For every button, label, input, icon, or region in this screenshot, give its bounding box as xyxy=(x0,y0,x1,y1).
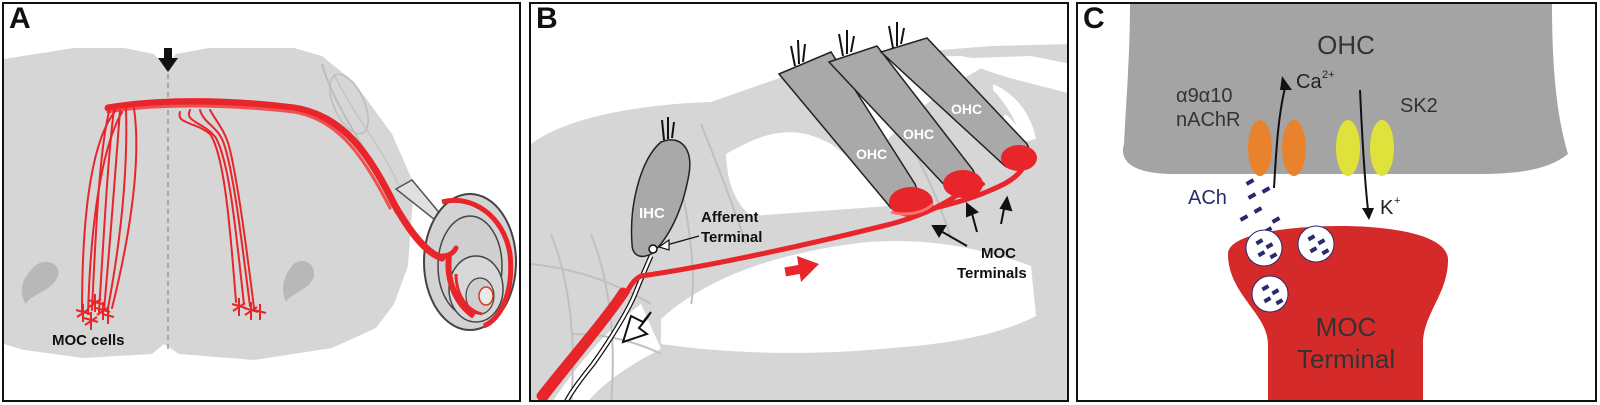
ohc-label-1: OHC xyxy=(856,146,887,162)
red-arrow-icon xyxy=(784,256,819,282)
moc-pointer-arrows xyxy=(931,195,1013,247)
panel-c: OHC α9α10 nAChR SK2 Ca 2+ K + ACh xyxy=(1076,2,1597,402)
sk2-label: SK2 xyxy=(1400,95,1438,117)
ca-charge: 2+ xyxy=(1322,69,1335,81)
moc-efferent-fiber xyxy=(536,159,1029,400)
ohc-label: OHC xyxy=(1317,30,1375,60)
lower-space xyxy=(661,240,1036,353)
afferent-label-line1: Afferent xyxy=(701,209,759,226)
moc-terminals xyxy=(889,145,1037,217)
ohc-cell-body xyxy=(1122,4,1568,174)
nachr-receptors xyxy=(1248,120,1306,176)
receptor-label-line1: α9α10 xyxy=(1176,85,1233,107)
panel-letter-a: A xyxy=(9,2,31,35)
moc-cells-label: MOC cells xyxy=(52,332,125,349)
ohc-label-3: OHC xyxy=(951,101,982,117)
k-label: K xyxy=(1380,197,1394,219)
terminal-label-line2: Terminal xyxy=(1297,344,1395,374)
ach-label: ACh xyxy=(1188,187,1227,209)
moc-terminal-body xyxy=(1228,226,1448,400)
organ-of-corti-diagram: IHC Afferent Terminal OHC xyxy=(531,22,1067,400)
ihc-label: IHC xyxy=(639,205,665,222)
down-arrow-icon xyxy=(158,48,178,72)
panel-letter-b: B xyxy=(536,2,558,35)
nucleus-right xyxy=(283,261,315,302)
ca-arrow-icon xyxy=(1273,76,1292,189)
hair-bundle-icon xyxy=(838,30,855,57)
moc-cells-right xyxy=(231,298,267,320)
hair-bundle-icon xyxy=(888,22,905,49)
terminal-label-line1: MOC xyxy=(1316,312,1377,342)
panel-b: IHC Afferent Terminal OHC xyxy=(529,2,1069,402)
panel-a: MOC cells A xyxy=(2,2,521,402)
nucleus-left xyxy=(21,261,59,304)
moc-fiber-tract xyxy=(81,98,459,315)
vesicles xyxy=(1245,225,1335,313)
moc-cells-left xyxy=(75,294,115,330)
hollow-arrow-icon xyxy=(621,311,652,344)
afferent-label-line2: Terminal xyxy=(701,229,762,246)
receptor-label-line2: nAChR xyxy=(1176,109,1240,131)
moc-terminals-label-line2: Terminals xyxy=(957,265,1027,282)
panel-letter-c: C xyxy=(1083,2,1105,35)
hair-bundle-icon xyxy=(661,117,675,141)
brainstem-diagram: MOC cells xyxy=(4,48,517,360)
brainstem-tissue xyxy=(4,48,414,360)
cochlea-icon xyxy=(423,193,517,331)
moc-terminals-label-line1: MOC xyxy=(981,245,1016,262)
ca-label: Ca xyxy=(1296,71,1322,93)
sk2-channels xyxy=(1336,120,1394,176)
pointer-arrow-icon xyxy=(657,235,700,251)
k-arrow-icon xyxy=(1359,89,1374,220)
synapse-diagram: OHC α9α10 nAChR SK2 Ca 2+ K + ACh xyxy=(1122,4,1568,400)
tunnel-space xyxy=(726,132,889,216)
ohc-label-2: OHC xyxy=(903,126,934,142)
hair-bundle-icon xyxy=(790,39,806,67)
k-charge: + xyxy=(1394,195,1400,207)
inner-hair-cell: IHC xyxy=(630,117,691,258)
